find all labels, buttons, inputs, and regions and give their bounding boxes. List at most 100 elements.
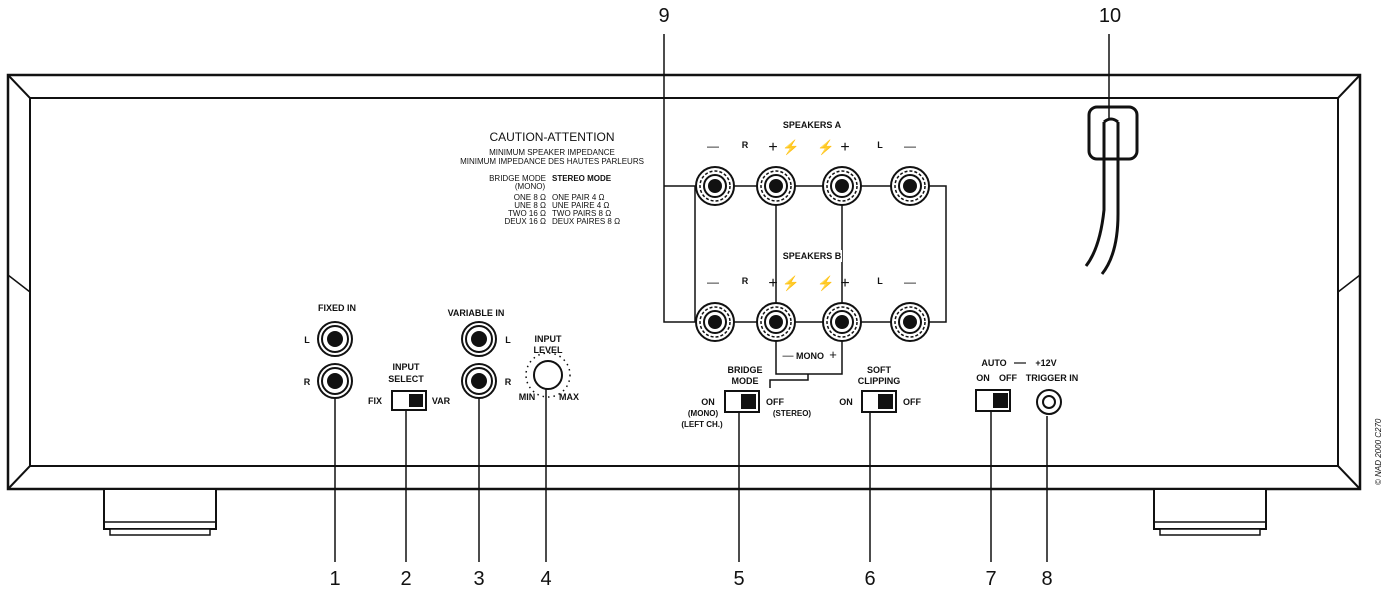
speaker-b-l-minus-post[interactable] (890, 302, 930, 342)
a-l-plus-sign: + (840, 139, 849, 156)
variable-in-jacks: VARIABLE IN L R (448, 308, 512, 399)
soft-clipping-group: SOFT CLIPPING ON OFF (839, 365, 921, 413)
speakers-a: SPEAKERS A — R + ⚡ ⚡ + L — (695, 120, 930, 206)
max-label: MAX (559, 392, 579, 402)
fixed-in-r-jack[interactable] (317, 363, 353, 399)
callout-3: 3 (473, 568, 484, 590)
bridge-row-2: UNE 8 Ω (514, 201, 546, 210)
stereo-row-1: ONE PAIR 4 Ω (552, 193, 605, 202)
b-r-minus-sign: — (707, 275, 719, 289)
bridge-row-3: TWO 16 Ω (508, 209, 546, 218)
stereo-row-2: UNE PAIRE 4 Ω (552, 201, 609, 210)
variable-in-l-jack[interactable] (461, 321, 497, 357)
bridge-mode-group: BRIDGE MODE ON (MONO) (LEFT CH.) OFF (ST… (681, 365, 811, 429)
speaker-a-l-plus-post[interactable] (822, 166, 862, 206)
power-cord (1084, 105, 1139, 275)
callout-2: 2 (400, 568, 411, 590)
a-l-label: L (877, 140, 883, 150)
variable-r-label: R (505, 377, 512, 387)
variable-l-label: L (505, 335, 511, 345)
b-warning-bolt-icon: ⚡ (782, 275, 799, 292)
fixed-in-jacks: FIXED IN L R (304, 303, 356, 399)
bridge-on-sub-2: (LEFT CH.) (681, 420, 723, 429)
input-level-knob[interactable] (533, 360, 563, 390)
callout-7: 7 (985, 568, 996, 590)
a-l-minus-sign: — (904, 139, 916, 153)
bridge-mode-head: BRIDGE MODE (489, 174, 546, 183)
fix-label: FIX (368, 396, 382, 406)
a-r-minus-sign: — (707, 139, 719, 153)
bridge-label-1: BRIDGE (727, 365, 762, 375)
callout-1: 1 (329, 568, 340, 590)
trigger-off-label: OFF (999, 373, 1017, 383)
stereo-row-3: TWO PAIRS 8 Ω (552, 209, 611, 218)
a-r-plus-sign: + (768, 139, 777, 156)
bridge-label-2: MODE (732, 376, 759, 386)
copyright-text: © NAD 2000 C270 (1374, 418, 1383, 485)
v12-label: +12V (1035, 358, 1056, 368)
bridge-off-sub: (STEREO) (773, 409, 812, 418)
b-r-plus-sign: + (768, 275, 777, 292)
callout-4: 4 (540, 568, 551, 590)
speaker-a-r-minus-post[interactable] (695, 166, 735, 206)
trigger-on-label: ON (976, 373, 990, 383)
soft-label-1: SOFT (867, 365, 892, 375)
bridge-off-label: OFF (766, 397, 784, 407)
speaker-b-r-plus-post[interactable] (756, 302, 796, 342)
soft-on-label: ON (839, 397, 853, 407)
callout-10: 10 (1099, 5, 1121, 27)
variable-in-r-jack[interactable] (461, 363, 497, 399)
speakers-b: SPEAKERS B — R + ⚡ ⚡ + L — — MONO + (695, 250, 930, 362)
a-r-label: R (742, 140, 749, 150)
callout-6: 6 (864, 568, 875, 590)
speakers-a-label: SPEAKERS A (783, 120, 842, 130)
callout-numbers: 1 2 3 4 5 6 7 8 9 10 (329, 5, 1121, 590)
fixed-in-label: FIXED IN (318, 303, 356, 313)
mono-label: MONO (796, 351, 824, 361)
b-l-minus-sign: — (904, 275, 916, 289)
var-label: VAR (432, 396, 451, 406)
b-r-label: R (742, 276, 749, 286)
a-warning-bolt-icon-2: ⚡ (817, 139, 834, 156)
callout-8: 8 (1041, 568, 1052, 590)
bridge-on-label: ON (701, 397, 715, 407)
input-select-label-2: SELECT (388, 374, 424, 384)
variable-in-label: VARIABLE IN (448, 308, 505, 318)
b-warning-bolt-icon-2: ⚡ (817, 275, 834, 292)
speaker-b-r-minus-post[interactable] (695, 302, 735, 342)
caution-line-2: MINIMUM IMPEDANCE DES HAUTES PARLEURS (460, 157, 644, 166)
trigger-group: AUTO ON OFF +12V TRIGGER IN (975, 358, 1079, 415)
bridge-row-1: ONE 8 Ω (514, 193, 546, 202)
input-level-label-1: INPUT (535, 334, 563, 344)
stereo-row-4: DEUX PAIRES 8 Ω (552, 217, 620, 226)
stereo-mode-head: STEREO MODE (552, 174, 612, 183)
fixed-r-label: R (304, 377, 311, 387)
soft-label-2: CLIPPING (858, 376, 901, 386)
caution-line-1: MINIMUM SPEAKER IMPEDANCE (489, 148, 615, 157)
bridge-row-4: DEUX 16 Ω (504, 217, 546, 226)
b-l-label: L (877, 276, 883, 286)
min-label: MIN (519, 392, 536, 402)
fixed-in-l-jack[interactable] (317, 321, 353, 357)
input-select-label-1: INPUT (393, 362, 421, 372)
caution-title: CAUTION-ATTENTION (489, 130, 614, 144)
caution-label: CAUTION-ATTENTION MINIMUM SPEAKER IMPEDA… (460, 130, 644, 226)
callout-lines (334, 34, 1110, 562)
speaker-b-l-plus-post[interactable] (822, 302, 862, 342)
bridge-mode-sub: (MONO) (515, 182, 546, 191)
auto-label: AUTO (981, 358, 1006, 368)
input-select-group: INPUT SELECT FIX VAR (368, 362, 451, 411)
bridge-on-sub-1: (MONO) (688, 409, 719, 418)
callout-5: 5 (733, 568, 744, 590)
speakers-b-label: SPEAKERS B (783, 251, 842, 261)
fixed-l-label: L (304, 335, 310, 345)
a-warning-bolt-icon: ⚡ (782, 139, 799, 156)
speaker-a-l-minus-post[interactable] (890, 166, 930, 206)
callout-9: 9 (658, 5, 669, 27)
right-foot (1153, 488, 1267, 536)
speaker-a-r-plus-post[interactable] (756, 166, 796, 206)
mono-minus-sign: — (783, 350, 794, 362)
trigger-in-label: TRIGGER IN (1026, 373, 1079, 383)
mono-plus-sign: + (829, 347, 837, 362)
